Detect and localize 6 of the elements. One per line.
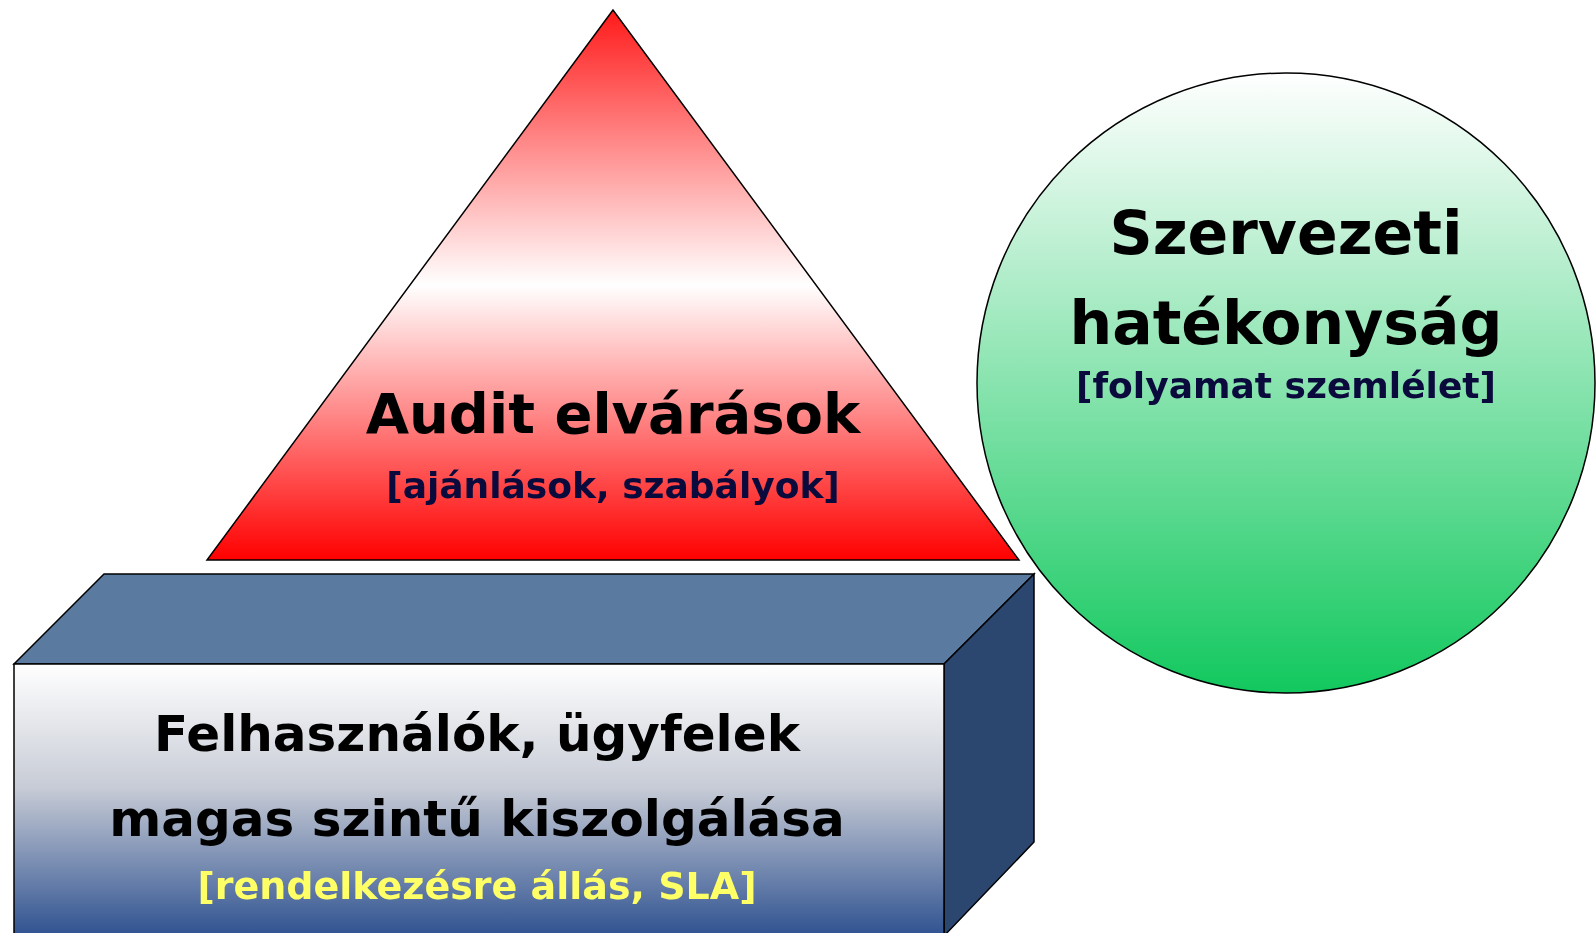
heading-text: Szervezeti hatékonyság [1068, 197, 1504, 360]
subheading-text: [folyamat szemlélet] [1075, 364, 1497, 408]
subheading-text: [rendelkezésre állás, SLA] [196, 864, 758, 910]
subheading-text: [ajánlások, szabályok] [385, 464, 841, 508]
heading-text: Felhasználók, ügyfelek magas szintű kiszolgálása [108, 704, 846, 850]
heading-text: Audit elvárások [364, 380, 862, 448]
